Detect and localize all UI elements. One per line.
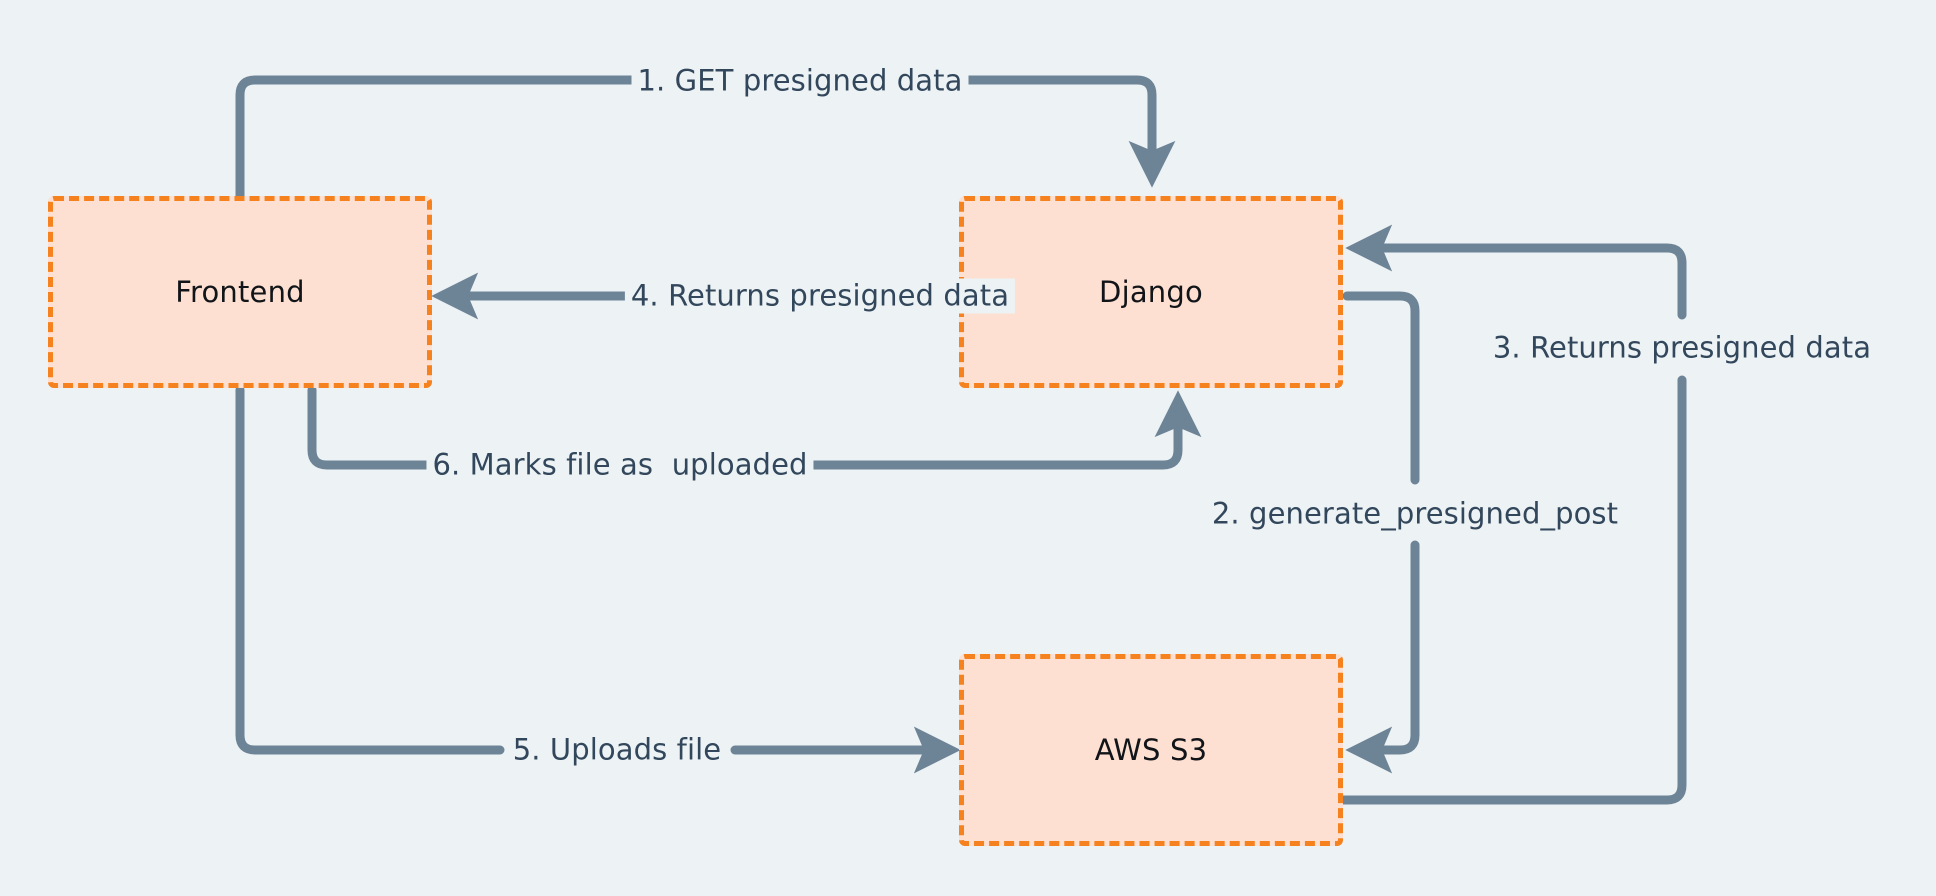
node-frontend[interactable]: Frontend xyxy=(48,196,432,388)
edge-3-segment-bottom xyxy=(1338,375,1687,805)
node-aws-s3[interactable]: AWS S3 xyxy=(959,654,1343,846)
edge-label-5: 5. Uploads file xyxy=(506,732,728,768)
edge-label-4: 4. Returns presigned data xyxy=(624,278,1016,314)
edge-5-segment-left xyxy=(235,385,505,755)
edge-label-1: 1. GET presigned data xyxy=(631,63,969,99)
edge-1-segment-left xyxy=(235,75,705,201)
edge-label-2: 2. generate_presigned_post xyxy=(1205,496,1625,532)
edge-label-3: 3. Returns presigned data xyxy=(1486,330,1878,366)
edge-label-6: 6. Marks file as uploaded xyxy=(426,447,814,483)
node-frontend-label: Frontend xyxy=(175,275,305,309)
edge-3-segment-top xyxy=(1345,224,1687,320)
edge-2-segment-bottom xyxy=(1345,540,1420,774)
edge-2-segment-top xyxy=(1342,291,1420,485)
node-django[interactable]: Django xyxy=(959,196,1343,388)
node-django-label: Django xyxy=(1099,275,1203,309)
edge-1-segment-right xyxy=(895,75,1176,188)
node-aws-s3-label: AWS S3 xyxy=(1094,733,1208,767)
edge-6-segment-left xyxy=(307,385,505,470)
edge-6-segment-right xyxy=(735,390,1202,470)
